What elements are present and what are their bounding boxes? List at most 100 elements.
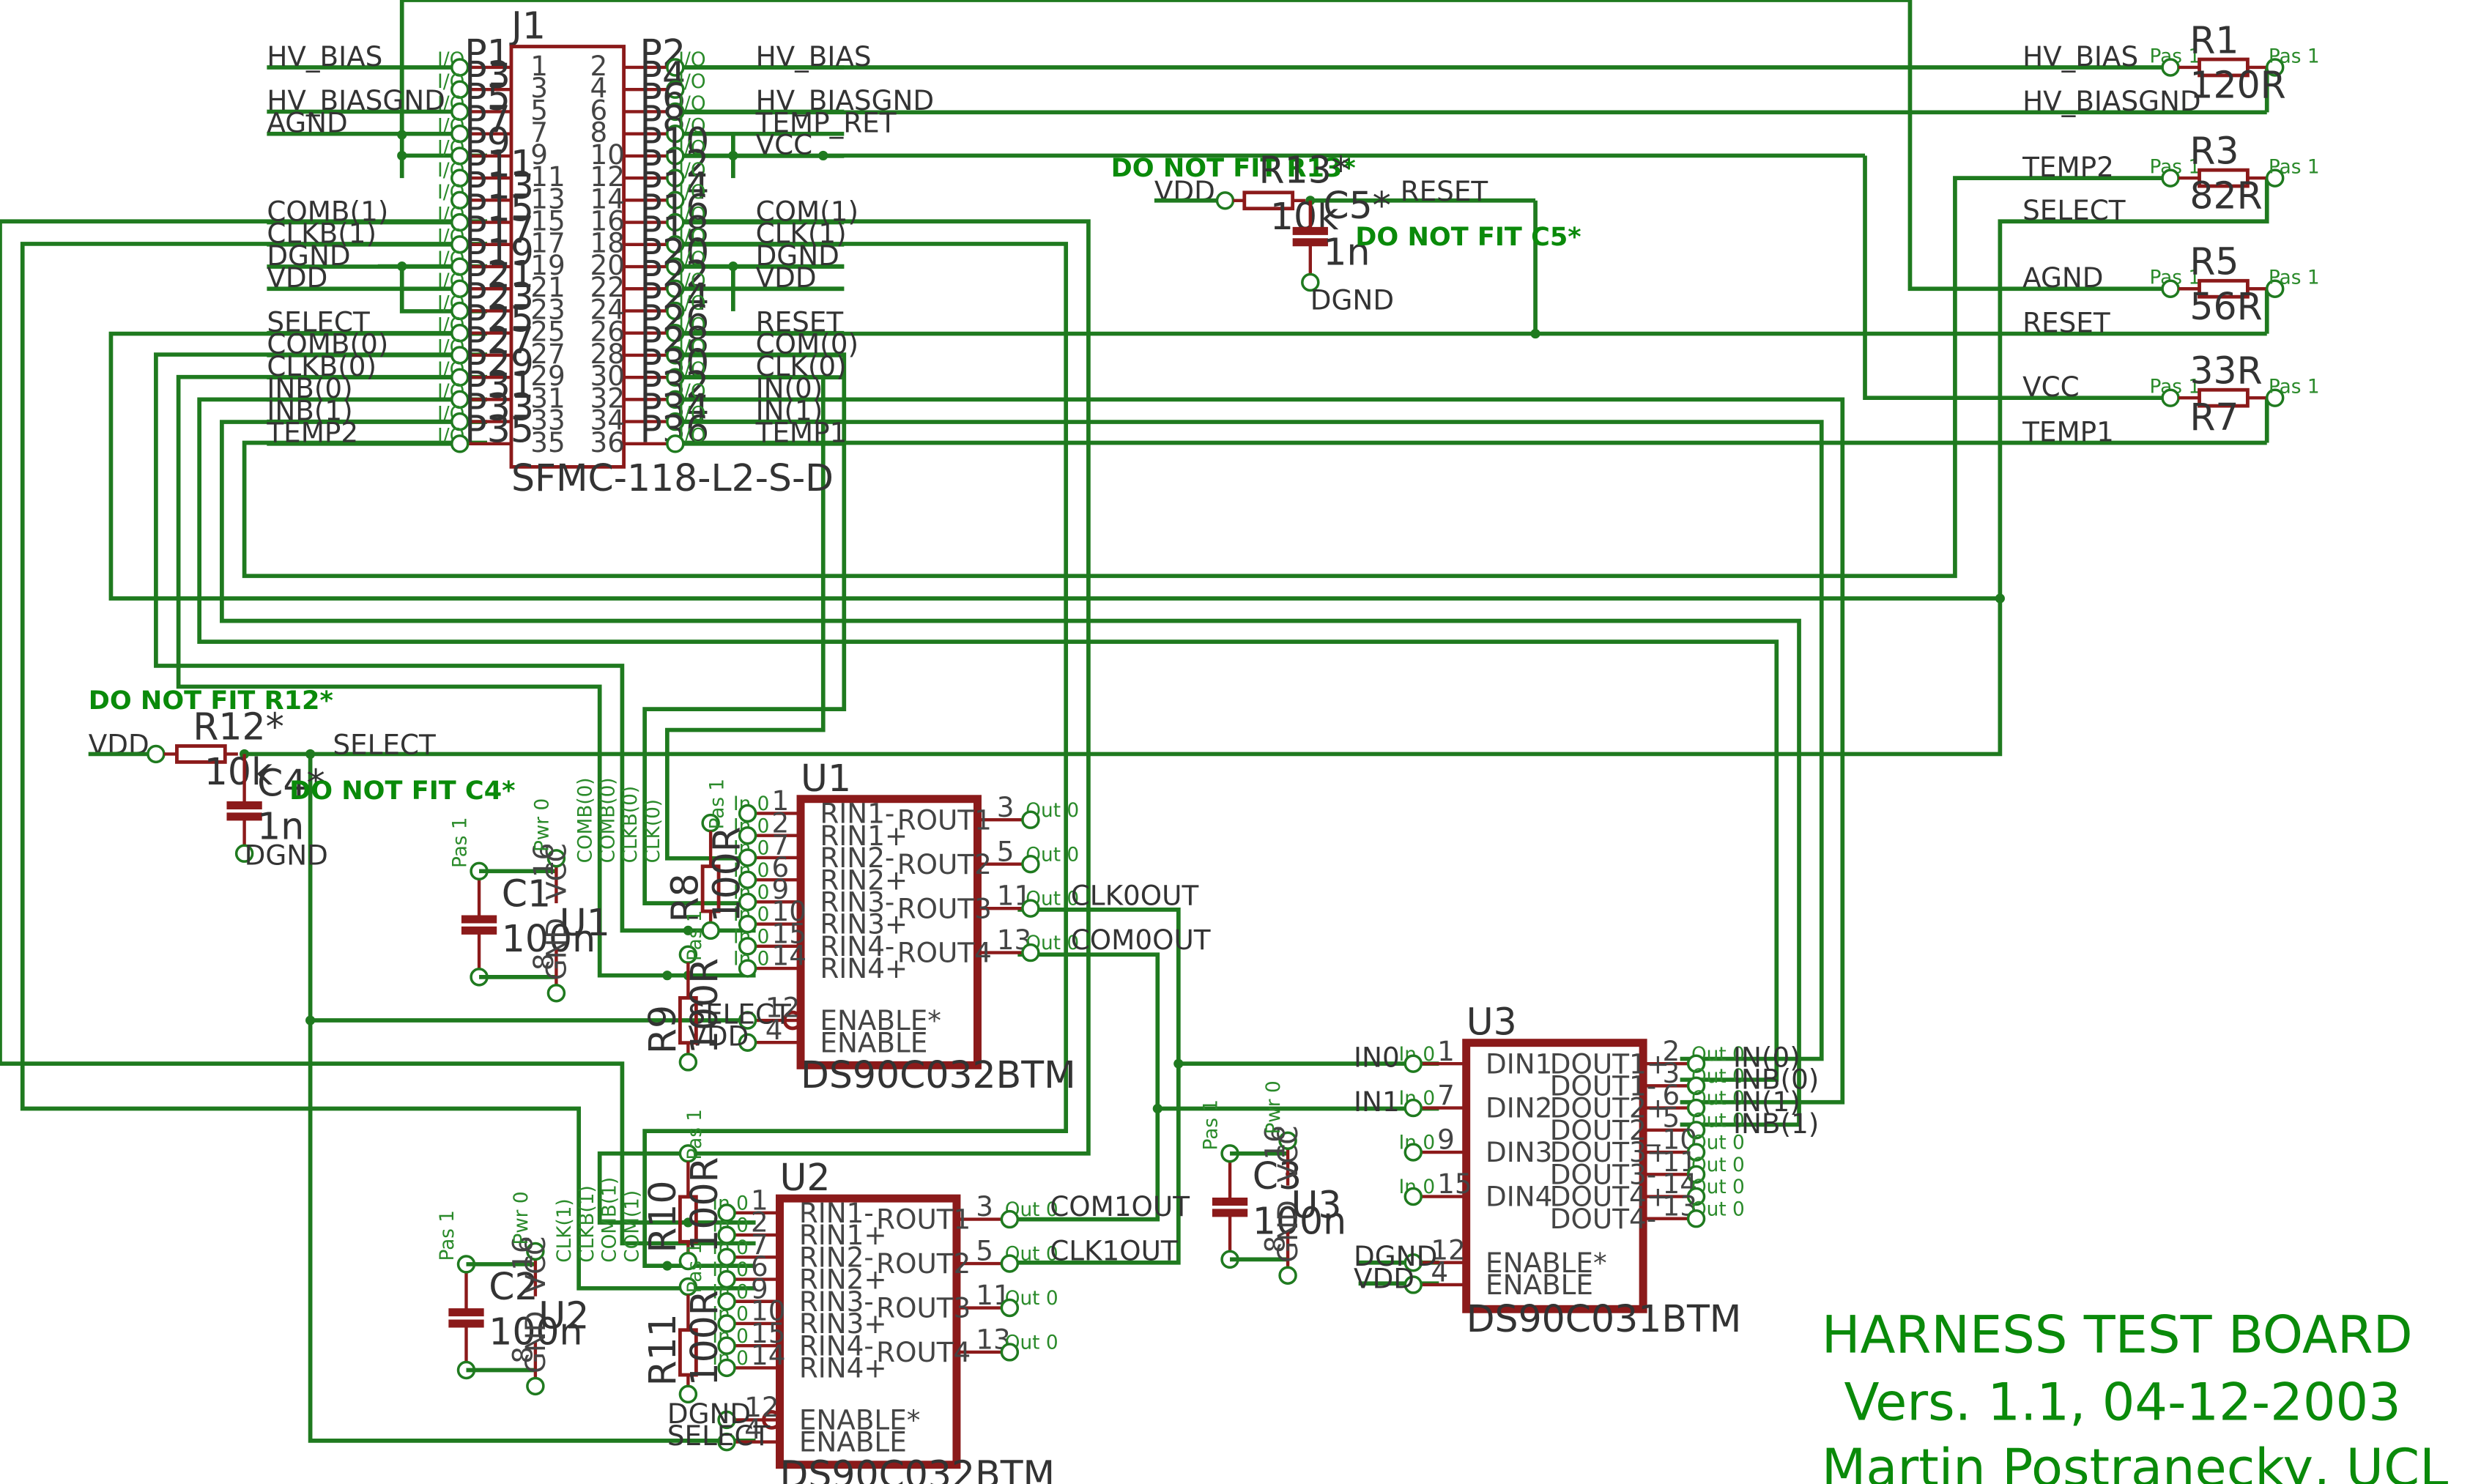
j1-left-pad: P23 <box>464 275 534 318</box>
rblock-hole-left <box>2161 388 2180 407</box>
j1-left-net-label: CLKB(0) <box>267 350 377 382</box>
u2-en-invert-bubble <box>762 1410 782 1430</box>
j1-right-pin-number: 4 <box>590 72 608 104</box>
decap-vcc-pin-number: 16 <box>506 1236 538 1270</box>
u2-in-hole <box>717 1314 736 1333</box>
decap-gnd-pin-number: 8 <box>527 953 560 971</box>
rblock-refdes: R7 <box>2189 396 2239 439</box>
u2-out-net: CLK1OUT <box>1050 1235 1178 1267</box>
j1-right-net-label: DGND <box>756 240 839 272</box>
rblock-net-out: TEMP1 <box>2022 415 2114 448</box>
u2-in-hole <box>717 1336 736 1355</box>
u3-in-pin-number: 7 <box>1437 1079 1455 1111</box>
u3-out-pin-number: 2 <box>1662 1035 1680 1067</box>
j1-right-net-label: RESET <box>756 306 844 338</box>
note-r13: DO NOT FIT R13* <box>1111 153 1356 183</box>
j1-left-net-label: VDD <box>267 261 327 294</box>
decap-refdes: C3 <box>1253 1154 1302 1198</box>
u1-in-pin-number: 2 <box>772 806 790 839</box>
j1-right-pin-number: 34 <box>590 404 625 437</box>
j1-left-pin-number: 25 <box>530 316 565 348</box>
u3-in-hole <box>1403 1054 1423 1073</box>
u2-in-hole <box>717 1225 736 1244</box>
decap-pas-tag: Pas 1 <box>1200 1099 1222 1151</box>
j1-left-pad-hole <box>450 434 470 453</box>
u1-vertical-net: CLK(0) <box>642 799 664 863</box>
u3-out-hole <box>1686 1076 1706 1096</box>
u2-in-pin-number: 10 <box>751 1295 785 1327</box>
j1-left-pad: P31 <box>464 363 534 407</box>
u1-out-label: ROUT3 <box>897 892 992 924</box>
j1-right-pad-hole <box>666 301 685 321</box>
decap-gnd-hole <box>546 984 566 1003</box>
term-pas-tag: Pas 1 <box>684 1109 706 1160</box>
rblock-net-in: VCC <box>2022 371 2080 403</box>
u1-out-net: CLK0OUT <box>1071 880 1199 912</box>
net-dgnd-c4: DGND <box>245 839 328 872</box>
j1-left-pad: P25 <box>464 297 534 341</box>
u1-in-hole <box>738 892 757 912</box>
j1-left-pad: P9 <box>464 120 511 163</box>
u2-in-label: RIN2- <box>799 1241 874 1273</box>
u2-out-hole <box>1000 1298 1020 1318</box>
rblock-value: 82R <box>2189 174 2262 218</box>
j1-left-net-label: INB(1) <box>267 394 352 426</box>
net-dgnd-c5: DGND <box>1310 284 1394 316</box>
j1-right-pin-number: 12 <box>590 160 625 193</box>
j1-right-pin-number: 30 <box>590 360 625 392</box>
decap-pwr-tag: Pwr 0 <box>1263 1080 1285 1134</box>
j1-right-pin-number: 6 <box>590 94 608 126</box>
term-refdes: R9 <box>641 1005 684 1054</box>
term-pas-tag: Pas 1 <box>707 779 729 830</box>
u1-in-hole <box>738 914 757 934</box>
u1-out-label: ROUT4 <box>897 937 992 969</box>
c4-value: 1n <box>257 805 304 848</box>
rblock-refdes: R5 <box>2189 240 2239 283</box>
decap-vcc-label: VCC <box>519 1236 552 1293</box>
u2-en-pin-number: 12 <box>744 1391 779 1423</box>
u1-in-hole <box>738 870 757 889</box>
u2-in-pin-number: 6 <box>751 1250 768 1283</box>
j1-left-pad-hole <box>450 80 470 99</box>
u3-out-hole <box>1686 1165 1706 1184</box>
u3-out-label: DOUT3- <box>1550 1158 1656 1190</box>
j1-right-pad-hole <box>666 80 685 99</box>
j1-left-pin-number: 3 <box>530 72 548 104</box>
u1-en-pin-number: 4 <box>765 1014 783 1046</box>
decap-value: 100n <box>1253 1199 1346 1242</box>
j1-part: SFMC-118-L2-S-D <box>511 456 834 500</box>
net-select: SELECT <box>333 728 436 760</box>
j1-right-pin-number: 2 <box>590 50 608 82</box>
u2-out-label: ROUT1 <box>876 1203 971 1236</box>
j1-right-pad-hole <box>666 190 685 210</box>
u2-in-label: RIN2+ <box>799 1264 887 1296</box>
u3-out-label: DOUT1+ <box>1550 1047 1669 1080</box>
u1-in-label: RIN2+ <box>820 864 908 896</box>
u1-in-label: RIN3- <box>820 886 894 919</box>
u3-out-pin-number: 3 <box>1662 1057 1680 1089</box>
j1-right-net-label: CLK(1) <box>756 218 847 250</box>
u3-part: DS90C031BTM <box>1466 1297 1742 1340</box>
select-circuit: DO NOT FIT R12* VDD R12* 10k SELECT C4* … <box>89 686 516 871</box>
j1-left-net-label: COMB(0) <box>267 328 388 360</box>
decap-value: 100n <box>502 917 596 960</box>
connector-j1: J1 SFMC-118-L2-S-D 1P1I/OHV_BIAS3P3I/O5P… <box>266 4 934 500</box>
u2-en-pin-number: 4 <box>744 1413 762 1445</box>
j1-left-pad-hole <box>450 168 470 188</box>
rblock-net-out: SELECT <box>2022 194 2126 226</box>
term-pas-tag: Pas 1 <box>684 1242 706 1294</box>
u1-in-pin-number: 1 <box>772 784 790 817</box>
u3-in-label: DIN4 <box>1486 1181 1552 1213</box>
j1-left-net-label: HV_BIASGND <box>267 84 445 116</box>
u2-en-net: SELECT <box>667 1420 771 1452</box>
c5-refdes: C5* <box>1323 184 1391 227</box>
j1-right-pin-number: 22 <box>590 271 625 303</box>
u3-out-net: IN(1) <box>1733 1086 1801 1118</box>
rblock-net-in: AGND <box>2022 261 2103 294</box>
u2-in-pin-number: 15 <box>751 1317 785 1349</box>
j1-right-net-label: VCC <box>756 129 813 161</box>
j1-left-pin-number: 21 <box>530 271 565 303</box>
term-refdes: R11 <box>641 1313 684 1386</box>
decap-refdes: C2 <box>489 1265 538 1308</box>
